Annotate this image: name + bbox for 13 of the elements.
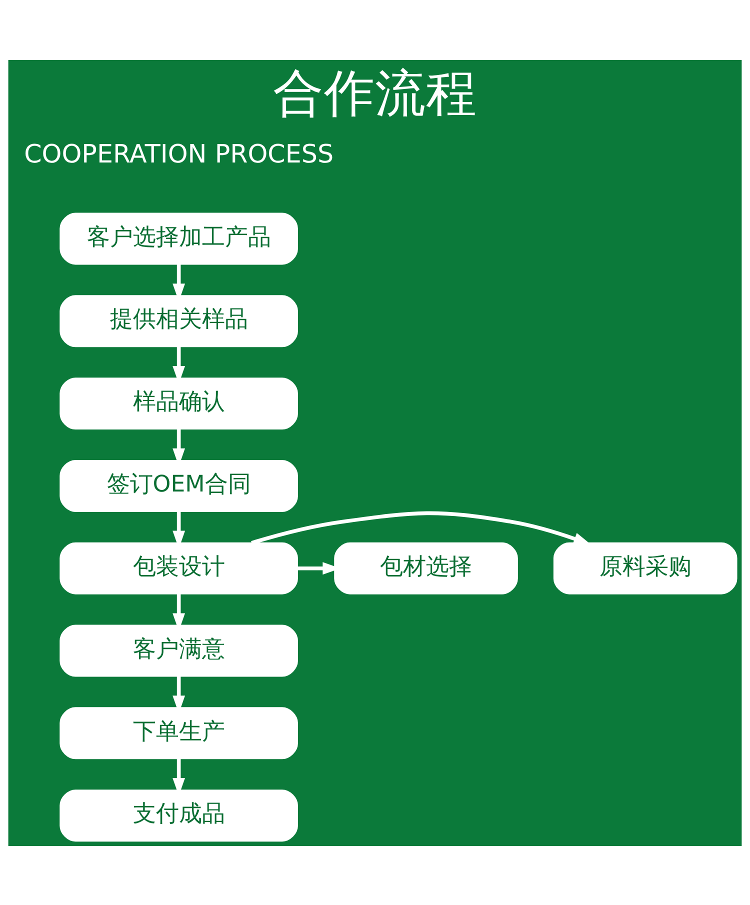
node-box: 签订OEM合同 [60, 459, 298, 512]
node-box: 包材选择 [334, 542, 518, 594]
node-box: 原料采购 [553, 542, 738, 594]
node-box: 客户满意 [60, 624, 298, 676]
arrow [251, 510, 592, 544]
node-box: 提供相关样品 [60, 294, 298, 347]
node-box: 下单生产 [60, 706, 298, 759]
diagram-title: 合作流程 [273, 63, 477, 122]
node-box: 样品确认 [60, 377, 298, 430]
node-box: 包装设计 [60, 542, 298, 594]
node-box: 客户选择加工产品 [60, 212, 298, 264]
node-box: 支付成品 [60, 789, 298, 842]
label: COOPERATION PROCESS [24, 138, 334, 168]
